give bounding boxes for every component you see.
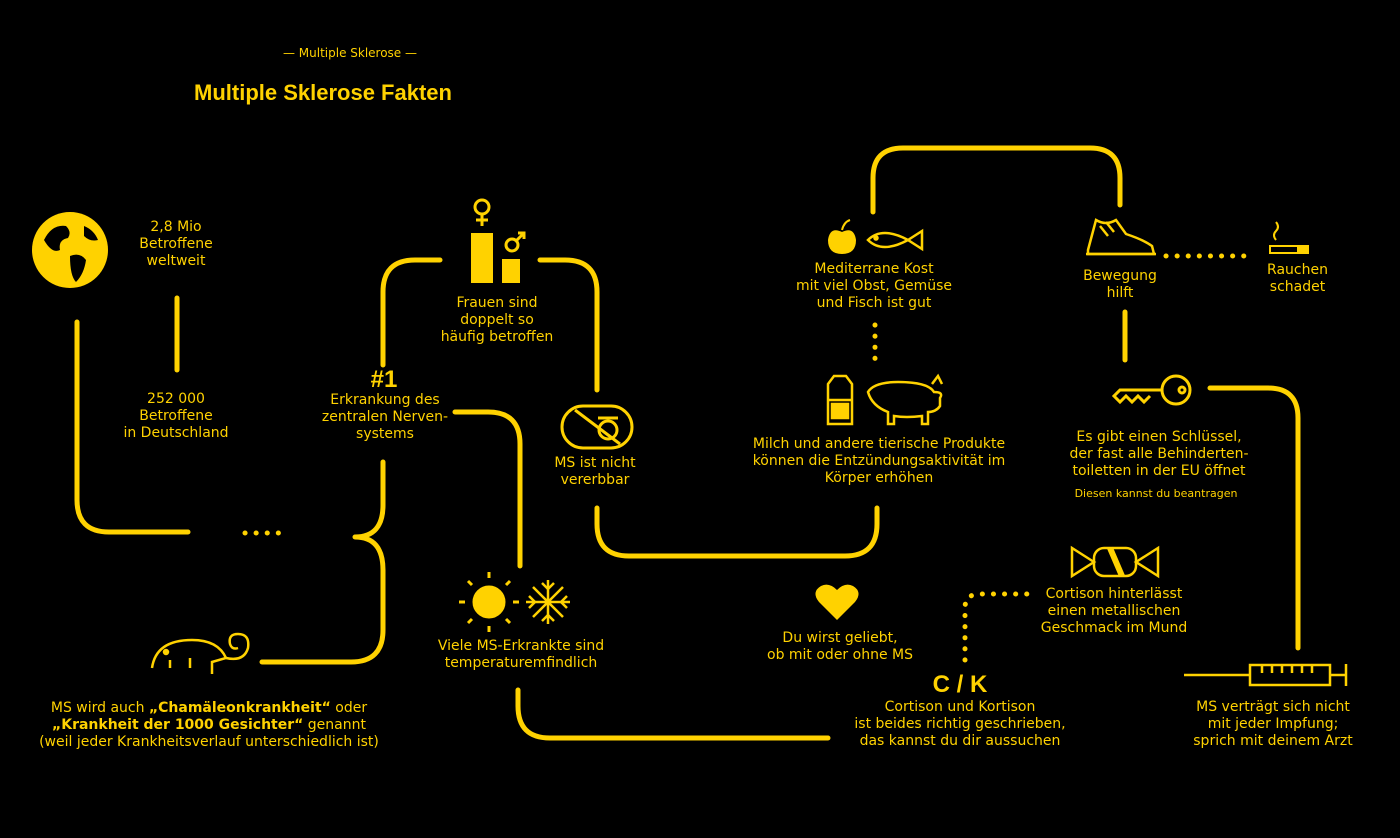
heart-icon [815, 584, 859, 620]
line-women-dna [537, 257, 600, 393]
fact-chameleon: MS wird auch „Chamäleonkrankheit“ oder „… [14, 700, 404, 751]
chameleon-text-4: (weil jeder Krankheitsverlauf unterschie… [39, 734, 379, 750]
page-title: Multiple Sklerose Fakten [194, 80, 452, 105]
fact-key: Es gibt einen Schlüssel, der fast alle B… [1069, 429, 1249, 479]
pig-icon [866, 373, 944, 426]
fact-world: 2,8 Mio Betroffene weltweit [139, 219, 213, 269]
dots-ck-taste [962, 591, 1038, 663]
line-temp-ck [515, 687, 831, 741]
cigarette-icon [1269, 221, 1309, 254]
fact-germany: 252 000 Betroffene in Deutschland [123, 391, 229, 441]
male-bar [502, 259, 520, 283]
candy-icon [1070, 545, 1160, 579]
chameleon-text-1: MS wird auch [50, 700, 149, 716]
line-globe-down [74, 319, 191, 535]
chameleon-text-3: genannt [303, 717, 366, 733]
fact-smoking: Rauchen schadet [1267, 262, 1328, 295]
fact-love: Du wirst geliebt, ob mit oder ohne MS [767, 630, 913, 663]
fact-temperature: Viele MS-Erkrankte sind temperaturemfind… [437, 638, 605, 671]
fact-animal: Milch und andere tierische Produkte könn… [752, 436, 1006, 486]
fact-hereditary: MS ist nicht vererbbar [554, 455, 636, 488]
female-symbol-icon [473, 198, 491, 226]
fact-ck-title: C / K [932, 671, 988, 698]
syringe-icon [1184, 663, 1348, 687]
fact-taste: Cortison hinterlässt einen metallischen … [1040, 586, 1188, 636]
globe-icon [32, 212, 108, 288]
fact-rank-text: Erkrankung des zentralen Nerven- systems [321, 392, 449, 442]
line-diet-exercise [870, 145, 1123, 215]
fact-ck-text: Cortison und Kortison ist beides richtig… [854, 699, 1066, 749]
key-icon [1111, 374, 1192, 406]
chameleon-icon [150, 632, 250, 674]
fact-key-note: Diesen kannst du beantragen [1074, 487, 1238, 500]
milk-carton-icon [826, 374, 854, 426]
fact-exercise: Bewegung hilft [1083, 268, 1157, 301]
chameleon-bold-1: „Chamäleonkrankheit“ [148, 700, 331, 716]
line-key-vaccine [1207, 385, 1301, 651]
chameleon-text-2: oder [330, 700, 368, 716]
sun-icon [459, 572, 519, 632]
female-bar [471, 233, 493, 283]
line-brace [259, 459, 386, 665]
sneaker-icon [1086, 218, 1156, 256]
fact-diet: Mediterrane Kost mit viel Obst, Gemüse u… [795, 261, 953, 311]
line-dna-animal [594, 505, 880, 559]
apple-icon [828, 219, 856, 254]
male-symbol-icon [504, 231, 526, 253]
fish-icon [866, 228, 924, 252]
fact-women: Frauen sind doppelt so häufig betroffen [440, 295, 554, 345]
kicker: — Multiple Sklerose — [282, 46, 418, 60]
chameleon-bold-2: „Krankheit der 1000 Gesichter“ [52, 717, 304, 733]
line-rank-women [380, 257, 443, 368]
snowflake-icon [526, 580, 570, 624]
fact-vaccine: MS verträgt sich nicht mit jeder Impfung… [1193, 699, 1353, 749]
line-rank-temp [452, 409, 523, 569]
fact-rank-number: #1 [370, 366, 398, 393]
dna-crossed-icon [560, 404, 634, 450]
